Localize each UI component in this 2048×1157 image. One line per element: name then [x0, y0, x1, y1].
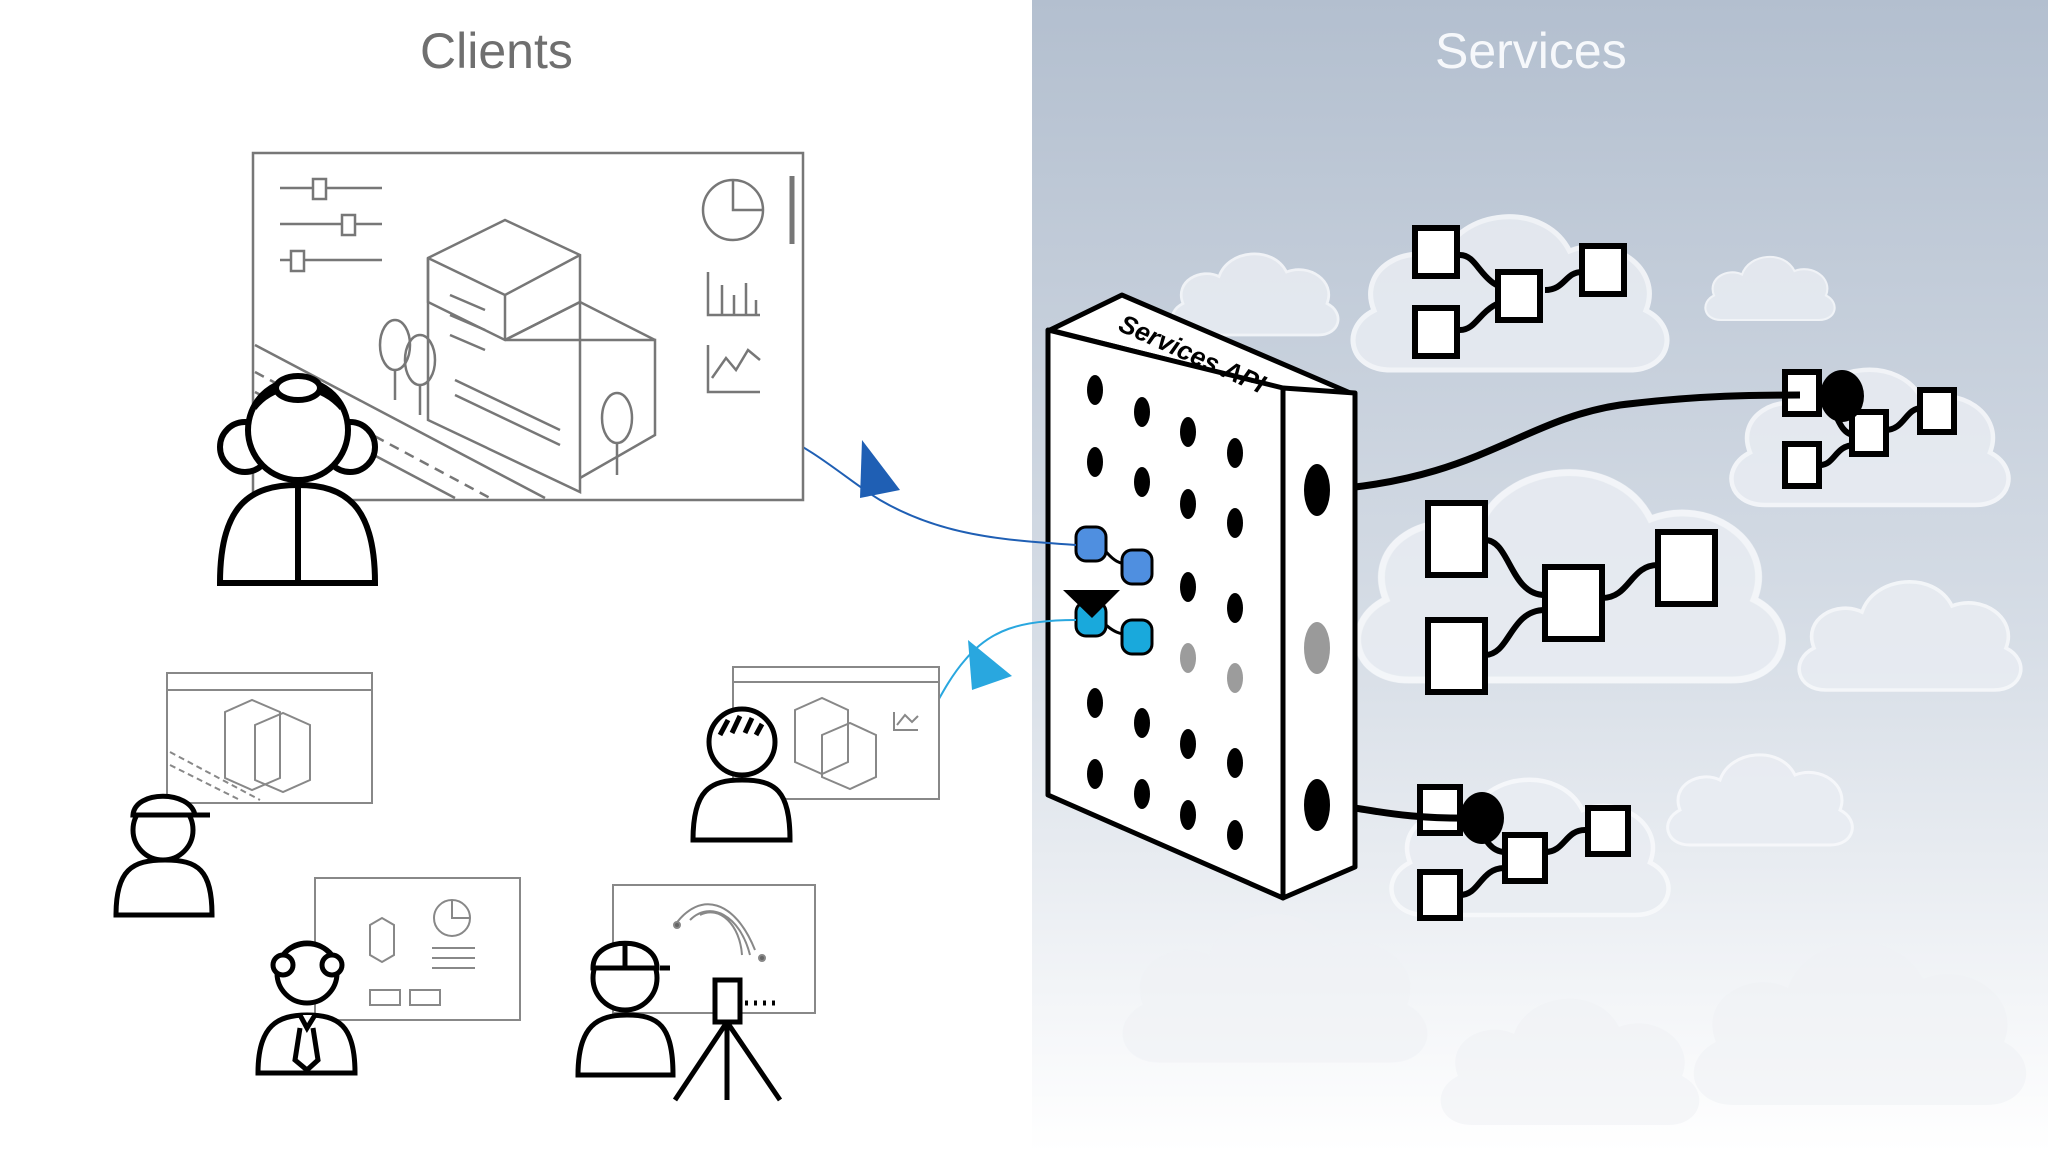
api-node	[1120, 548, 1154, 586]
services-panel-title: Services	[1435, 23, 1627, 79]
server-port-dots	[1087, 375, 1243, 850]
response-arrow-icon	[968, 640, 1012, 690]
server-side-port	[1304, 464, 1330, 516]
cable-top	[1321, 391, 1801, 494]
developer-avatar	[690, 706, 793, 843]
client-window-1	[166, 672, 373, 804]
server-side-port	[1304, 622, 1330, 674]
slider-controls-icon	[280, 177, 382, 273]
services-api-server	[1045, 292, 1358, 901]
service-node	[1542, 564, 1605, 642]
clients-panel-title: Clients	[420, 23, 573, 79]
service-node	[1585, 805, 1631, 857]
cable-plug-top	[1820, 370, 1864, 422]
request-arrow-icon	[860, 440, 900, 498]
service-graph-top	[1412, 225, 1627, 359]
service-node	[1849, 409, 1889, 457]
service-graph-right	[1782, 369, 1957, 489]
service-graph-middle	[1425, 500, 1718, 695]
woman-avatar	[216, 373, 379, 586]
service-node	[1425, 617, 1488, 695]
worker-avatar	[113, 793, 215, 918]
service-node	[1782, 441, 1822, 489]
service-node	[1412, 225, 1460, 279]
service-node	[1579, 243, 1627, 297]
cable-plug-bottom	[1460, 792, 1504, 844]
service-node	[1495, 269, 1543, 323]
service-node	[1917, 387, 1957, 435]
service-node	[1417, 784, 1463, 836]
client-window-3	[314, 877, 521, 1021]
service-node	[1417, 869, 1463, 921]
service-node	[1655, 529, 1718, 607]
api-node	[1120, 618, 1154, 656]
server-side-port	[1304, 779, 1330, 831]
manager-avatar	[255, 940, 358, 1076]
surveyor-avatar	[575, 940, 676, 1078]
tripod-icon	[672, 977, 783, 1102]
service-node	[1412, 305, 1460, 359]
api-node	[1074, 525, 1108, 563]
service-node	[1425, 500, 1488, 578]
trees-icon	[378, 318, 634, 475]
line-chart-icon	[706, 345, 761, 394]
service-node	[1502, 832, 1548, 884]
api-funnel-icon	[1063, 590, 1120, 618]
pie-chart-icon	[701, 178, 765, 242]
bar-chart-icon	[706, 272, 760, 317]
